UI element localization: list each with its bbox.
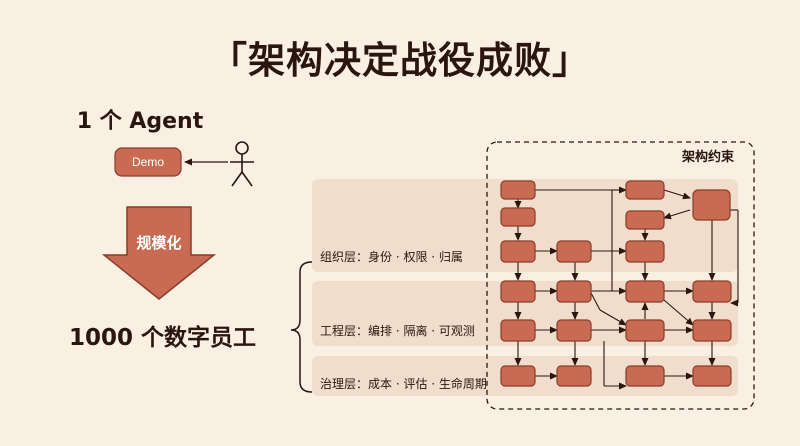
node <box>692 189 731 221</box>
architecture-constraint-box <box>486 141 755 410</box>
node <box>556 319 592 342</box>
node <box>500 180 536 200</box>
architecture-constraint-label: 架构约束 <box>681 149 735 165</box>
node <box>692 365 732 387</box>
agent-label: 1 个 Agent <box>76 109 204 134</box>
node <box>625 280 665 303</box>
node <box>556 280 592 303</box>
demo-box: Demo <box>114 147 182 177</box>
node <box>625 180 665 200</box>
person-icon <box>230 141 254 187</box>
node <box>500 319 536 342</box>
engineering-layer-label: 工程层：编排 · 隔离 · 可观测 <box>320 324 475 338</box>
scale-arrow: 规模化 <box>101 206 217 300</box>
node <box>500 280 536 303</box>
demo-label: Demo <box>132 155 164 169</box>
node <box>556 365 592 387</box>
node <box>625 319 665 342</box>
slide-title: 「架构决定战役成败」 <box>210 39 590 82</box>
node <box>692 319 732 342</box>
organization-layer-label: 组织层：身份 · 权限 · 归属 <box>320 250 463 264</box>
scale-label: 1000 个数字员工 <box>68 325 257 351</box>
diagram-nodes <box>500 180 732 387</box>
layer-brace <box>290 261 313 393</box>
diagram-connectors <box>514 186 739 390</box>
scale-arrow-label: 规模化 <box>136 234 181 252</box>
node <box>556 240 592 263</box>
node <box>625 365 665 387</box>
node <box>500 207 536 227</box>
governance-layer-label: 治理层：成本 · 评估 · 生命周期 <box>320 377 487 391</box>
node <box>500 365 536 387</box>
node <box>625 240 665 263</box>
node <box>692 280 732 303</box>
node <box>625 210 665 230</box>
node <box>500 240 536 263</box>
